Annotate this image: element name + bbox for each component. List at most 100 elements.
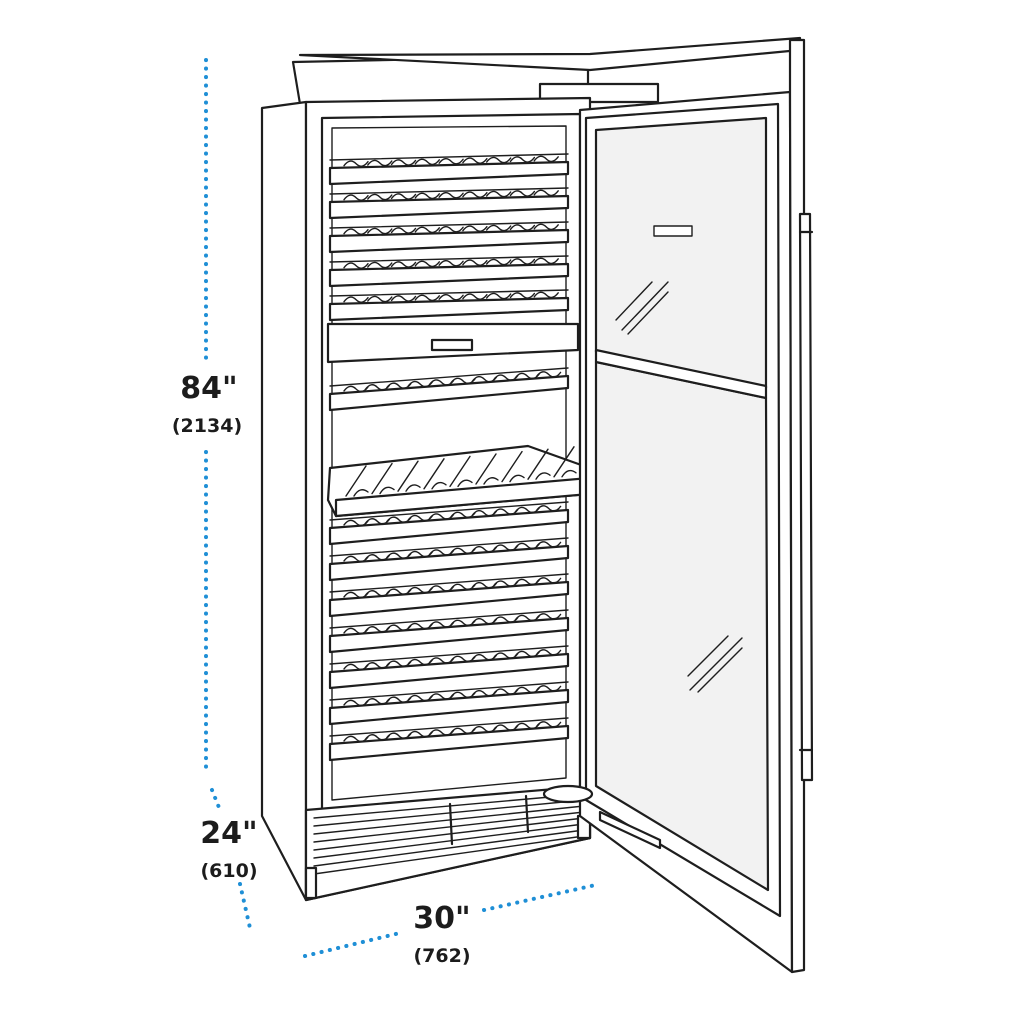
wine-rack-slot — [485, 224, 512, 232]
base-grille-slat — [313, 799, 585, 827]
wine-rack-slot — [535, 577, 562, 584]
wine-rack-slot — [475, 453, 499, 485]
wine-rack-slot — [471, 375, 498, 383]
wine-rack-slot — [386, 382, 412, 389]
wine-rack-slot — [450, 511, 476, 519]
wine-shelf-back-edge — [329, 573, 569, 593]
wine-rack-slot — [535, 649, 562, 656]
wine-rack-slot — [533, 257, 559, 265]
wine-rack-slot — [449, 455, 473, 488]
wine-shelf-front — [328, 160, 570, 186]
dimension-labels: 84" (2134) 24" (610) 30" (762) — [172, 371, 471, 967]
wine-rack-slot — [514, 506, 540, 514]
wine-shelf — [328, 609, 570, 654]
glass-reflection-icon — [615, 281, 669, 335]
door-glass-upper — [594, 116, 768, 390]
wine-rack-slot — [514, 614, 540, 622]
wine-shelf-front — [328, 296, 570, 322]
wine-rack-slot — [533, 291, 559, 299]
base-grille-slat — [313, 811, 585, 843]
wine-rack-slot — [493, 724, 519, 731]
depth-dimension-line-bottom — [238, 882, 252, 930]
wine-shelf-back-edge — [329, 153, 569, 161]
wine-rack-slot — [535, 721, 562, 728]
wine-rack-slot — [462, 225, 488, 232]
wine-rack-slot — [428, 379, 455, 386]
wine-rack-slot — [493, 544, 519, 551]
wine-rack-slot — [364, 590, 391, 597]
wine-rack-slot — [407, 550, 433, 558]
wine-rack-slot — [343, 555, 369, 563]
wine-rack-slot — [414, 158, 441, 166]
wine-rack-slot — [438, 158, 464, 165]
wine-rack-slot — [428, 693, 455, 700]
wine-rack-slot — [485, 258, 512, 266]
wine-rack-slot — [509, 190, 536, 197]
wine-rack-slot — [371, 462, 395, 495]
cabinet-left-side — [260, 100, 308, 902]
wine-rack-slot — [343, 519, 369, 527]
wine-rack-slot — [386, 660, 412, 667]
wine-rack-slot — [386, 516, 412, 523]
wine-rack-slot — [367, 193, 393, 201]
wine-rack-slot — [553, 446, 577, 478]
wine-rack-slot — [428, 657, 455, 664]
wine-rack-slot — [343, 735, 369, 743]
wine-rack-slot — [471, 581, 498, 589]
wine-rack-slot — [407, 380, 433, 388]
wine-rack-slot — [343, 296, 369, 303]
wine-rack-slot — [485, 292, 512, 300]
door-handle[interactable] — [798, 212, 814, 782]
wine-rack-slot — [450, 655, 476, 663]
wine-shelf-front — [328, 228, 570, 254]
wine-rack-slot — [407, 658, 433, 666]
wine-shelf-back-edge — [329, 221, 569, 229]
wine-shelf — [328, 573, 570, 618]
wine-rack-slot — [533, 155, 559, 163]
wine-shelves — [328, 153, 570, 762]
wine-rack-slot — [386, 624, 412, 631]
wine-rack-slot — [535, 541, 562, 548]
wine-rack-slot — [535, 371, 562, 378]
height-dimension-label: 84" — [180, 371, 237, 406]
wine-rack-slot — [493, 688, 519, 695]
wine-rack-slot — [438, 260, 464, 267]
glass-reflection-icon — [687, 635, 743, 693]
wine-rack-slot — [471, 617, 498, 625]
wine-rack-slot — [493, 374, 519, 381]
wine-rack-slot — [343, 663, 369, 671]
wine-rack-slot — [514, 372, 540, 380]
zone-divider — [326, 322, 580, 364]
control-display — [430, 338, 474, 352]
wine-rack-slot — [367, 295, 393, 303]
base-foot-left — [304, 866, 318, 900]
wine-shelf — [328, 153, 570, 186]
wine-rack-slot — [514, 578, 540, 586]
wine-rack-slot — [343, 699, 369, 707]
door-crossbar — [594, 348, 768, 400]
wine-rack-slot — [414, 294, 441, 302]
wine-rack-slot — [428, 729, 455, 736]
wine-shelf-front — [328, 194, 570, 220]
wine-rack-slot — [514, 722, 540, 730]
wine-shelf-back-edge — [329, 187, 569, 195]
base-grille-slat — [313, 835, 585, 875]
base-grille-divider — [524, 794, 530, 834]
wine-shelf — [328, 645, 570, 690]
wine-shelf — [328, 187, 570, 220]
wine-rack-slot — [364, 662, 391, 669]
depth-dimension-line-top — [210, 788, 222, 812]
wine-shelf — [328, 501, 570, 546]
wine-rack-slot — [428, 549, 455, 556]
wine-rack-slot — [414, 260, 441, 268]
width-dimension-label: 30" — [413, 901, 470, 936]
wine-rack-slot — [390, 295, 417, 302]
wine-rack-slot — [343, 627, 369, 635]
wine-shelf — [328, 367, 570, 412]
wine-rack-slot — [364, 518, 391, 525]
wine-rack-slot — [509, 224, 536, 231]
wine-rack-slot — [514, 542, 540, 550]
wine-rack-slot — [527, 448, 551, 480]
wine-shelf-front — [328, 262, 570, 288]
